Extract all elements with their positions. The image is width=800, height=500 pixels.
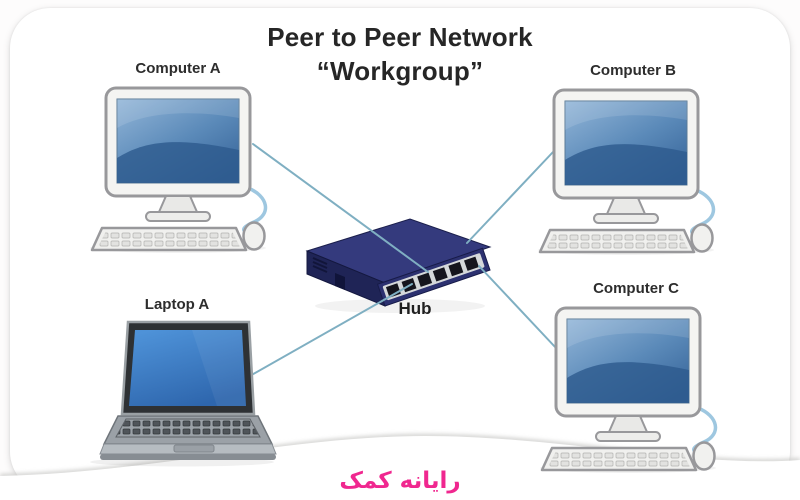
hub-shadow	[315, 299, 485, 313]
monitor-stand	[605, 197, 647, 215]
laptop-screen	[129, 330, 246, 406]
link-hub-computer-c	[478, 265, 557, 349]
computer-a-label: Computer A	[135, 60, 221, 77]
laptop-bottom	[100, 454, 276, 460]
hub-ports	[385, 256, 479, 298]
link-laptop-a-hub	[247, 283, 413, 378]
computer-b-icon	[538, 88, 716, 255]
diagram-title: Peer to Peer Network “Workgroup”	[0, 20, 800, 88]
hub-vents	[312, 257, 328, 273]
rayanehkomak-logo: رایانه کمک	[339, 468, 461, 494]
link-computer-a-hub	[252, 143, 429, 273]
laptop-a-label: Laptop A	[144, 296, 210, 313]
hub-front-face	[376, 247, 491, 307]
monitor-stand	[157, 195, 199, 213]
monitor-stand	[607, 415, 649, 433]
mouse	[242, 221, 266, 251]
hub-side-port	[335, 273, 345, 290]
mouse	[692, 441, 716, 471]
computer-c-label: Computer C	[593, 280, 679, 297]
laptop-a-icon	[90, 320, 277, 467]
computer-b-label: Computer B	[590, 62, 676, 79]
monitor-base	[145, 211, 211, 222]
monitor-base	[595, 431, 661, 442]
mouse	[690, 223, 714, 253]
computer-c-icon	[540, 306, 718, 473]
diagram-title-line2: “Workgroup”	[316, 56, 484, 86]
hub-label: Hub	[398, 299, 432, 318]
diagram-title-line1: Peer to Peer Network	[267, 22, 533, 52]
laptop-touchpad	[173, 444, 215, 453]
computer-a-icon	[90, 86, 268, 253]
monitor-base	[593, 213, 659, 224]
laptop-keyboard	[115, 418, 261, 438]
link-computer-b-hub	[466, 151, 554, 244]
